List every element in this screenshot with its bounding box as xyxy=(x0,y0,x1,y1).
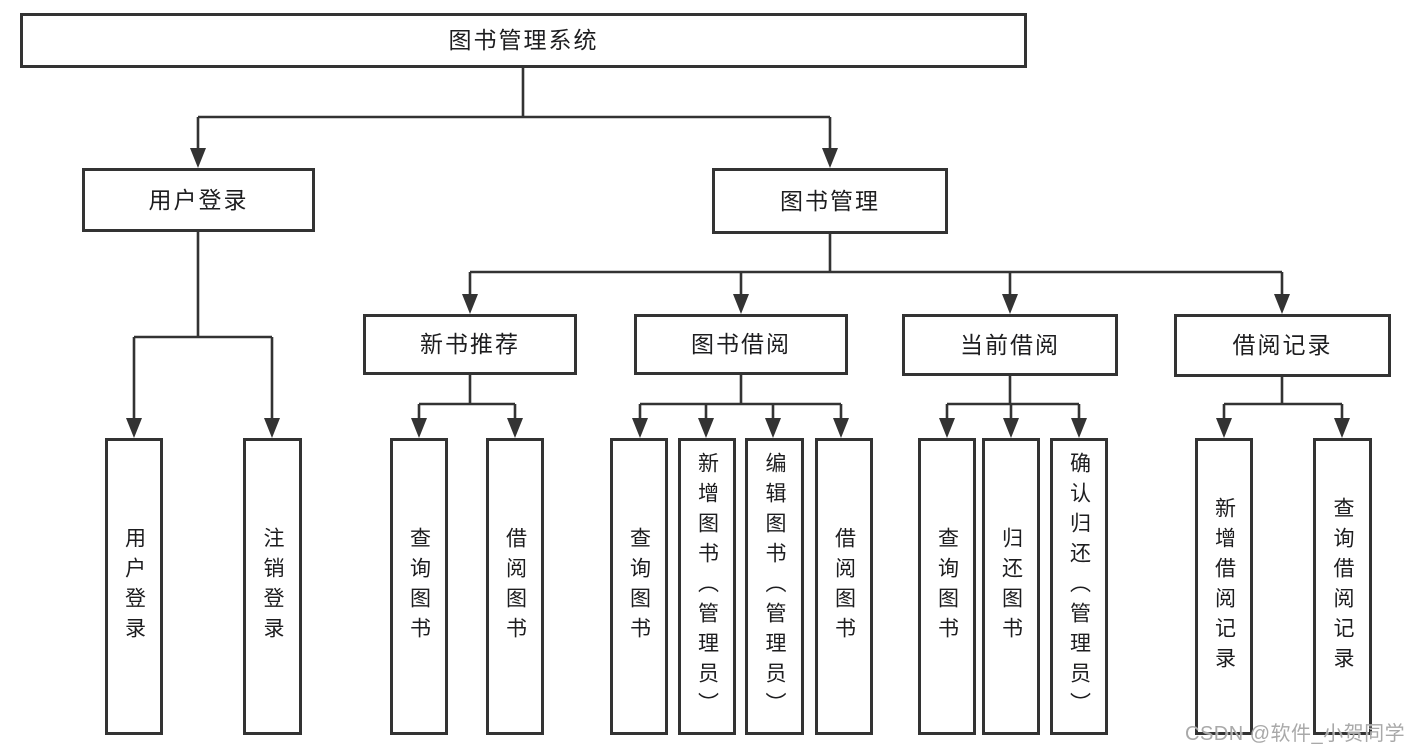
leaf-user-login-label: 用户登录 xyxy=(122,526,146,647)
node-new-book-recommend-label: 新书推荐 xyxy=(420,331,520,357)
leaf-confirm-return-admin: 确认归还（管理员） xyxy=(1050,438,1108,735)
leaf-borrow-books-label: 借阅图书 xyxy=(832,526,856,647)
leaf-query-borrow-record-label: 查询借阅记录 xyxy=(1331,496,1354,677)
node-book-borrowing-label: 图书借阅 xyxy=(691,331,791,357)
tree-edges xyxy=(132,68,1344,420)
leaf-query-books-recommend-label: 查询图书 xyxy=(407,526,431,647)
leaf-query-books-recommend: 查询图书 xyxy=(390,438,448,735)
leaf-logout-label: 注销登录 xyxy=(261,526,284,647)
watermark: CSDN @软件_小贺同学 xyxy=(1185,723,1405,745)
leaf-query-borrow-record: 查询借阅记录 xyxy=(1313,438,1372,735)
leaf-borrow-books-recommend-label: 借阅图书 xyxy=(503,526,527,647)
node-library-system-label: 图书管理系统 xyxy=(448,27,599,53)
leaf-add-books-admin-label: 新增图书（管理员） xyxy=(695,451,719,722)
leaf-add-borrow-record-label: 新增借阅记录 xyxy=(1212,496,1236,677)
node-new-book-recommend: 新书推荐 xyxy=(363,314,577,375)
node-borrowing-records-label: 借阅记录 xyxy=(1232,332,1333,358)
leaf-confirm-return-admin-label: 确认归还（管理员） xyxy=(1067,451,1091,722)
leaf-query-books-borrow: 查询图书 xyxy=(610,438,668,735)
leaf-add-borrow-record: 新增借阅记录 xyxy=(1195,438,1253,735)
leaf-query-books-borrow-label: 查询图书 xyxy=(627,526,651,647)
leaf-return-books: 归还图书 xyxy=(982,438,1040,735)
node-book-management: 图书管理 xyxy=(712,168,948,234)
leaf-edit-books-admin-label: 编辑图书（管理员） xyxy=(763,451,786,722)
leaf-borrow-books: 借阅图书 xyxy=(815,438,873,735)
node-user-login: 用户登录 xyxy=(82,168,315,232)
leaf-return-books-label: 归还图书 xyxy=(999,526,1023,647)
leaf-user-login: 用户登录 xyxy=(105,438,163,735)
node-current-borrowing-label: 当前借阅 xyxy=(960,331,1060,358)
leaf-query-books-current: 查询图书 xyxy=(918,438,976,735)
node-book-borrowing: 图书借阅 xyxy=(634,314,848,375)
leaf-edit-books-admin: 编辑图书（管理员） xyxy=(745,438,804,735)
leaf-add-books-admin: 新增图书（管理员） xyxy=(678,438,736,735)
leaf-query-books-current-label: 查询图书 xyxy=(935,526,959,647)
node-borrowing-records: 借阅记录 xyxy=(1174,314,1391,377)
node-user-login-label: 用户登录 xyxy=(148,186,249,213)
node-library-system: 图书管理系统 xyxy=(20,13,1027,68)
node-current-borrowing: 当前借阅 xyxy=(902,314,1118,376)
leaf-borrow-books-recommend: 借阅图书 xyxy=(486,438,544,735)
node-book-management-label: 图书管理 xyxy=(780,187,880,214)
leaf-logout: 注销登录 xyxy=(243,438,302,735)
